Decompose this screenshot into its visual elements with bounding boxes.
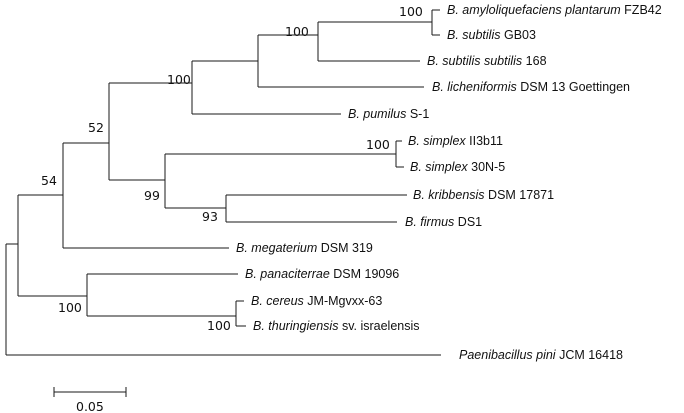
- branch-cereus-pair: [235, 300, 246, 327]
- taxon-label: B. simplex II3b11: [408, 134, 503, 148]
- tree-branches: [5, 9, 441, 356]
- support-value: 100: [58, 300, 82, 315]
- branch-node-100-b: [191, 60, 341, 115]
- scale-bar-label: 0.05: [76, 399, 104, 413]
- taxon-label: B. subtilis GB03: [447, 28, 536, 42]
- branch-node-99: [164, 153, 396, 209]
- branch-root: [5, 243, 441, 356]
- taxon-label: B. amyloliquefaciens plantarum FZB42: [447, 3, 662, 17]
- branch-node-93: [225, 194, 407, 223]
- taxon-label: B. thuringiensis sv. israelensis: [253, 319, 420, 333]
- taxon-label: B. pumilus S-1: [348, 107, 429, 121]
- taxon-label: B. subtilis subtilis 168: [427, 54, 547, 68]
- support-value: 100: [366, 137, 390, 152]
- support-value: 100: [207, 318, 231, 333]
- support-value: 93: [202, 209, 218, 224]
- branch-node-52: [62, 142, 229, 249]
- taxon-label: B. firmus DS1: [405, 215, 482, 229]
- taxon-label: B. licheniformis DSM 13 Goettingen: [432, 80, 630, 94]
- bootstrap-values: 100 100 100 52 100 99 93 54 100 100: [41, 4, 423, 333]
- branch-node-100-d: [317, 21, 432, 62]
- branch-node-100-lower: [86, 273, 238, 317]
- branch-simplex-pair: [395, 140, 404, 168]
- scale-bar-line: [53, 387, 127, 397]
- branch-tip-pair: [431, 9, 440, 36]
- support-value: 54: [41, 173, 57, 188]
- scale-bar: 0.05: [53, 387, 127, 413]
- taxon-label: B. kribbensis DSM 17871: [413, 188, 554, 202]
- support-value: 99: [144, 188, 160, 203]
- support-value: 100: [399, 4, 423, 19]
- taxon-label: B. cereus JM-Mgvxx-63: [251, 294, 382, 308]
- taxon-label: Paenibacillus pini JCM 16418: [459, 348, 623, 362]
- branch-node-100-c: [257, 34, 424, 88]
- taxon-labels: B. amyloliquefaciens plantarum FZB42 B. …: [236, 3, 662, 362]
- support-value: 100: [167, 72, 191, 87]
- taxon-label: B. simplex 30N-5: [410, 160, 505, 174]
- branch-node-100-a: [108, 82, 192, 181]
- taxon-label: B. panaciterrae DSM 19096: [245, 267, 399, 281]
- branch-node-54: [17, 194, 87, 297]
- taxon-label: B. megaterium DSM 319: [236, 241, 373, 255]
- support-value: 52: [88, 120, 104, 135]
- support-value: 100: [285, 24, 309, 39]
